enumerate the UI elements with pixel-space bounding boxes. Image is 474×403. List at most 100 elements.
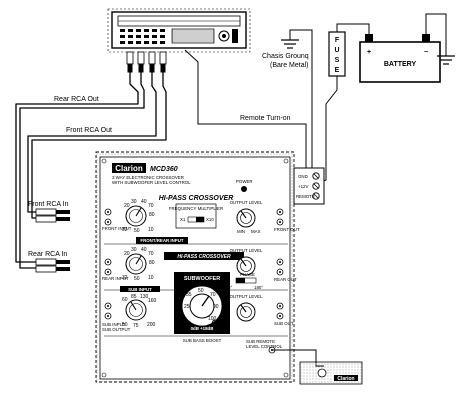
sub-output-jacks [276, 302, 284, 320]
scale-num: 80 [149, 260, 155, 266]
freq-multiplier-switch[interactable] [175, 203, 217, 229]
sub-input-header [120, 286, 160, 292]
scale-num: 160 [148, 298, 157, 304]
brand-badge [112, 163, 146, 173]
battery-minus-label: − [424, 49, 428, 56]
front-out-label: FRONT OUT [274, 227, 300, 232]
phase-label: PHASE [240, 272, 255, 277]
scale-num: 90 [213, 304, 219, 310]
phase-switch[interactable] [235, 277, 257, 284]
x10-label: X10 [206, 217, 214, 222]
scale-num: 70 [148, 251, 154, 257]
scale-num: 50 [134, 228, 140, 234]
scale-num: 60 [122, 297, 128, 303]
sub-remote-level-control[interactable] [299, 361, 363, 385]
front-rca-out-label: Front RCA Out [66, 127, 112, 134]
chassis-ground-sublabel: (Bare Metal) [270, 62, 309, 69]
rear-rca-cable [15, 72, 145, 269]
subtitle-2: WITH SUBWOOFER LEVEL CONTROL [112, 180, 191, 185]
sub-out-label: SUB OUT [274, 321, 294, 326]
rear-hpf-header [164, 252, 244, 260]
sub-output-level-knob[interactable] [236, 302, 256, 322]
scale-num: 50 [134, 276, 140, 282]
front-hpf-knob[interactable] [125, 205, 147, 227]
sub-output-level-label: OUTPUT LEVEL [230, 294, 263, 299]
fuse-e: E [335, 67, 340, 74]
scale-num: 25 [184, 304, 190, 310]
rear-input-jacks [104, 258, 112, 276]
scale-num: 20 [124, 251, 130, 257]
fuse-s: S [335, 57, 340, 64]
rear-rca-in-label: Rear RCA In [28, 251, 67, 258]
battery-plus-label: + [367, 49, 371, 56]
front-output-jacks [276, 208, 284, 226]
rear-hpf-title: HI-PASS CROSSOVER [177, 254, 231, 260]
sub-main-scale: 35 50 70 25 90 100 [184, 288, 219, 322]
head-unit-display [171, 28, 215, 44]
level-control-label: LEVEL CONTROL [246, 344, 283, 349]
scale-num: 10 [148, 275, 154, 281]
scale-num: 50 [198, 288, 204, 294]
subtitle-1: 3 WAY ELECTRONIC CROSSOVER [112, 175, 184, 180]
front-output-level-knob[interactable] [236, 208, 256, 228]
subwoofer-title: SUBWOOFER [184, 276, 220, 282]
scale-num: 85 [131, 294, 137, 300]
rear-out-label: REAR OUT [274, 277, 297, 282]
head-unit-rca-plugs [126, 51, 167, 73]
rear-output-level-knob[interactable] [236, 256, 256, 276]
front-rca-cable [27, 72, 167, 219]
rear-hpf-knob[interactable] [125, 253, 147, 275]
scale-num: 20 [124, 203, 130, 209]
sub-input-label: SUB INPUT [102, 322, 126, 327]
brand-name: Clarion [115, 164, 143, 173]
rear-rca-out-label: Rear RCA Out [54, 96, 99, 103]
scale-num: 50 [122, 322, 128, 328]
front-rear-input-label: FRONT/REAR INPUT [140, 238, 183, 243]
battery-label: BATTERY [384, 61, 417, 68]
front-rca-in-plugs [35, 208, 70, 223]
front-input-label: FRONT INPUT [102, 226, 132, 231]
rear-rca-in-plugs [35, 258, 70, 273]
phase-180-label: 180° [254, 285, 263, 290]
terminal-remote: REMOTE [296, 194, 315, 199]
scale-num: 32 [122, 227, 128, 233]
rear-output-jacks [276, 258, 284, 276]
fuse-u: U [334, 47, 339, 54]
scale-num: 75 [133, 323, 139, 329]
battery [359, 34, 441, 83]
scale-num: 30 [131, 199, 137, 205]
remote-brand: Clarion [337, 376, 354, 382]
scale-num: 40 [141, 247, 147, 253]
power-led-icon [241, 186, 247, 192]
scale-num: 35 [186, 292, 192, 298]
subwoofer-panel [174, 272, 230, 334]
rear-input-label: REAR INPUT [102, 276, 129, 281]
front-rear-input-switch[interactable] [136, 237, 188, 244]
chassis-ground-icon [281, 39, 299, 49]
scale-num: 130 [140, 294, 149, 300]
front-rca-in-label: Front RCA In [28, 201, 69, 208]
model-name: MCD360 [150, 166, 178, 173]
terminal-12v: +12V [298, 184, 308, 189]
scale-num: 80 [149, 212, 155, 218]
front-output-level-label: OUTPUT LEVEL [230, 200, 263, 205]
scale-num: 200 [147, 322, 156, 328]
remote-turn-on-label: Remote Turn-on [240, 115, 291, 122]
power-terminal-block [293, 167, 325, 205]
phase-0-label: 0° [228, 285, 232, 290]
terminal-gnd: GND [298, 174, 308, 179]
sub-lpf-knob[interactable] [125, 299, 147, 321]
scale-num: 40 [141, 199, 147, 205]
sub-lpf-scale: 60 85 130 160 200 50 75 [122, 294, 157, 329]
sub-bass-boost-icon [211, 317, 223, 325]
front-hpf-scale: 20 30 40 70 80 32 50 10 [122, 199, 155, 234]
sub-output-label: SUB OUTPUT [102, 327, 131, 332]
scale-num: 30 [131, 247, 137, 253]
sub-remote-label: SUB REMOTE [246, 339, 275, 344]
head-unit [107, 8, 251, 53]
rear-hpf-scale: 20 30 40 70 80 32 50 10 [122, 247, 155, 282]
scale-num: 100 [208, 316, 217, 322]
front-hpf-title: HI-PASS CROSSOVER [159, 195, 234, 202]
chassis-ground-label: Chasis Grounq [262, 53, 309, 60]
